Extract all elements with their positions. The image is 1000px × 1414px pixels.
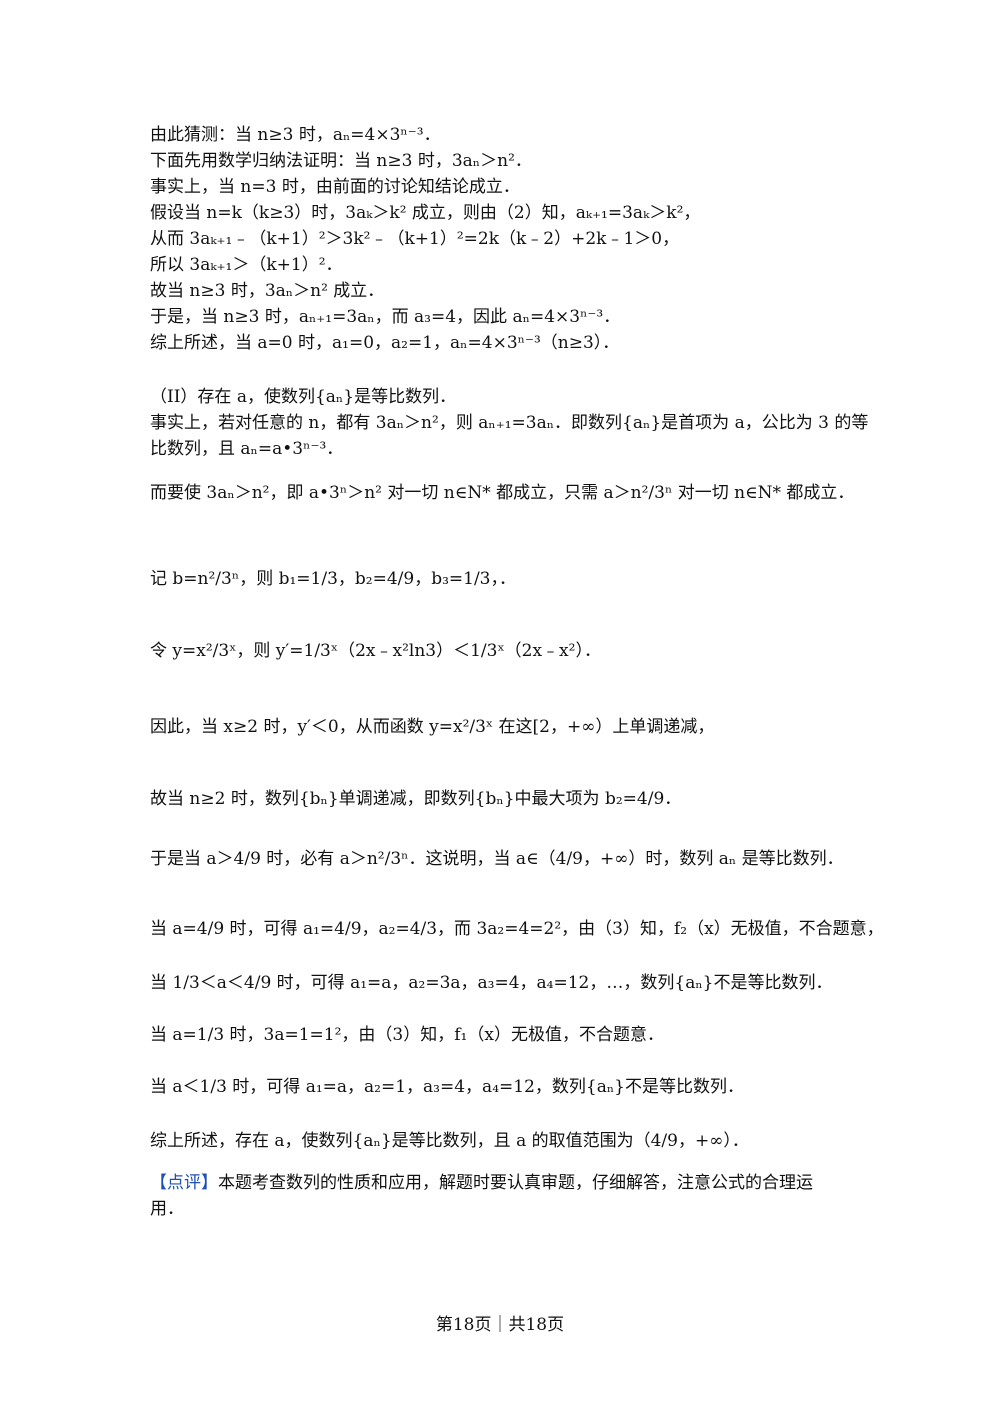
text-line: 当 1/3＜a＜4/9 时，可得 a₁=a，a₂=3a，a₃=4，a₄=12，…… [150,973,833,993]
comment-line: 【点评】本题考查数列的性质和应用，解题时要认真审题，仔细解答，注意公式的合理运 [150,1172,813,1194]
text-line: 由此猜测：当 n≥3 时，aₙ=4×3ⁿ⁻³． [150,125,441,145]
comment-text: 本题考查数列的性质和应用，解题时要认真审题，仔细解答，注意公式的合理运 [218,1173,813,1193]
text-line: 比数列，且 aₙ=a•3ⁿ⁻³． [150,439,344,459]
text-line: 下面先用数学归纳法证明：当 n≥3 时，3aₙ＞n²． [150,151,532,171]
text-line: 当 a=1/3 时，3a=1=1²，由（3）知，f₁（x）无极值，不合题意． [150,1025,664,1045]
comment-tag: 【点评】 [150,1173,218,1193]
text-line: 于是，当 n≥3 时，aₙ₊₁=3aₙ，而 a₃=4，因此 aₙ=4×3ⁿ⁻³． [150,307,621,327]
comment-line-2: 用． [150,1199,184,1219]
text-line: （II）存在 a，使数列{aₙ}是等比数列． [150,387,457,407]
text-line: 综上所述，当 a=0 时，a₁=0，a₂=1，aₙ=4×3ⁿ⁻³（n≥3）． [150,333,620,353]
text-line: 令 y=x²/3ˣ，则 y′=1/3ˣ（2x﹣x²ln3）＜1/3ˣ（2x﹣x²… [150,641,601,661]
text-line: 从而 3aₖ₊₁﹣（k+1）²＞3k²﹣（k+1）²=2k（k﹣2）+2k﹣1＞… [150,229,680,249]
text-line: 综上所述，存在 a，使数列{aₙ}是等比数列，且 a 的取值范围为（4/9，+∞… [150,1131,749,1151]
text-line: 事实上，当 n=3 时，由前面的讨论知结论成立． [150,177,520,197]
text-line: 当 a＜1/3 时，可得 a₁=a，a₂=1，a₃=4，a₄=12，数列{aₙ}… [150,1077,745,1097]
text-line: 因此，当 x≥2 时，y′＜0，从而函数 y=x²/3ˣ 在这[2，+∞）上单调… [150,717,715,737]
page-footer: 第18页｜共18页 [435,1315,565,1335]
text-line: 于是当 a＞4/9 时，必有 a＞n²/3ⁿ．这说明，当 a∈（4/9，+∞）时… [150,849,844,869]
text-line: 所以 3aₖ₊₁＞（k+1）²． [150,255,343,275]
text-line: 故当 n≥3 时，3aₙ＞n² 成立． [150,281,385,301]
text-line: 记 b=n²/3ⁿ，则 b₁=1/3，b₂=4/9，b₃=1/3，． [150,569,516,589]
text-line: 故当 n≥2 时，数列{bₙ}单调递减，即数列{bₙ}中最大项为 b₂=4/9． [150,789,682,809]
text-line: 而要使 3aₙ＞n²，即 a•3ⁿ＞n² 对一切 n∈N* 都成立，只需 a＞n… [150,483,855,503]
text-line: 假设当 n=k（k≥3）时，3aₖ＞k² 成立，则由（2）知，aₖ₊₁=3aₖ＞… [150,203,701,223]
text-line: 当 a=4/9 时，可得 a₁=4/9，a₂=4/3，而 3a₂=4=2²，由（… [150,919,884,939]
text-line: 事实上，若对任意的 n，都有 3aₙ＞n²，则 aₙ₊₁=3aₙ．即数列{aₙ}… [150,413,869,433]
